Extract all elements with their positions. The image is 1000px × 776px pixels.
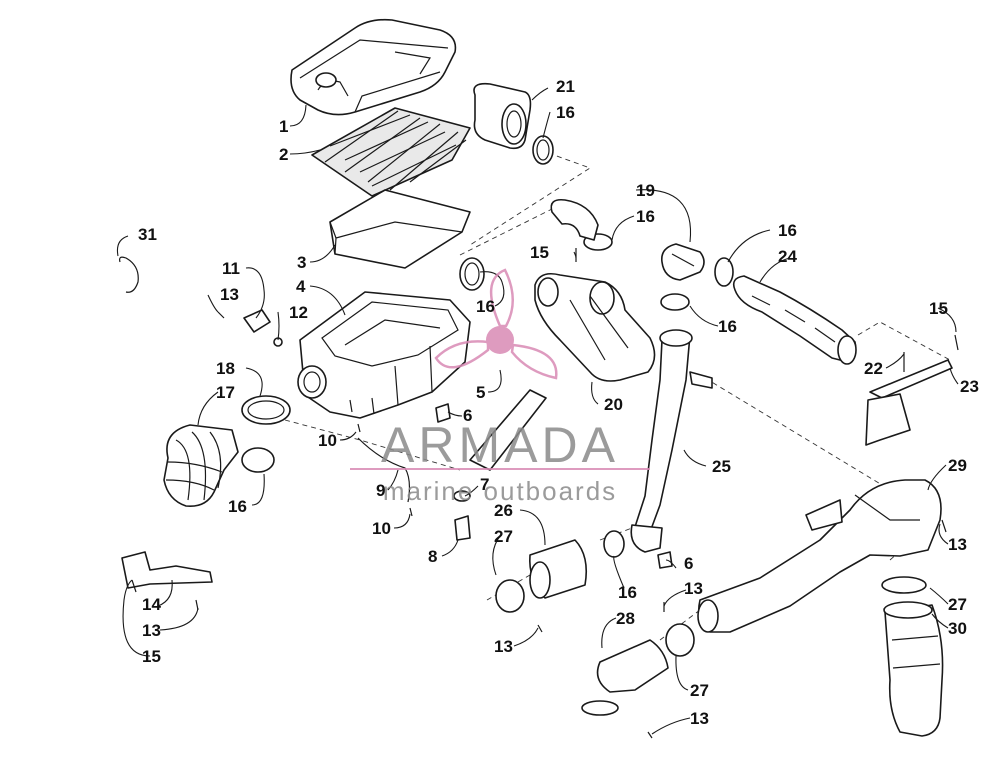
part-25-tube — [630, 329, 713, 553]
part-14-bracket — [121, 551, 213, 589]
part-29-duct — [697, 479, 942, 633]
callout-27b: 27 — [948, 595, 967, 614]
watermark-brand: ARMADA — [381, 417, 619, 473]
callout-5: 5 — [476, 383, 485, 402]
part-2-filter-grid — [311, 107, 471, 197]
part-19-elbow — [550, 198, 705, 281]
callout-16b: 16 — [636, 207, 655, 226]
callout-25: 25 — [712, 457, 731, 476]
callout-27c: 27 — [690, 681, 709, 700]
callout-2: 2 — [279, 145, 288, 164]
callout-13d: 13 — [494, 637, 513, 656]
part-3-filter-element — [329, 189, 471, 269]
callout-4: 4 — [296, 277, 306, 296]
watermark-tagline: marine outboards — [383, 476, 617, 506]
callout-26: 26 — [494, 501, 513, 520]
callout-12: 12 — [289, 303, 308, 322]
part-28-elbow — [581, 639, 669, 716]
callout-16a: 16 — [556, 103, 575, 122]
part-1-airbox-lid — [290, 18, 457, 116]
callout-6b: 6 — [684, 554, 693, 573]
part-9-drain-hose — [357, 437, 471, 541]
callout-10a: 10 — [318, 431, 337, 450]
callout-28: 28 — [616, 609, 635, 628]
part-23-bracket — [865, 352, 953, 446]
part-30-inlet-boot — [881, 576, 944, 737]
part-17-corrugated-boot — [163, 424, 239, 508]
callout-19: 19 — [636, 181, 655, 200]
callout-22: 22 — [864, 359, 883, 378]
screws — [131, 248, 959, 739]
callout-6a: 6 — [463, 406, 472, 425]
callout-16c: 16 — [476, 297, 495, 316]
callout-16d: 16 — [778, 221, 797, 240]
leader-lines — [116, 87, 959, 735]
callout-14: 14 — [142, 595, 161, 614]
part-5-drain-cup — [435, 389, 673, 569]
callout-3: 3 — [297, 253, 306, 272]
callout-13e: 13 — [690, 709, 709, 728]
part-21-intake-filter — [473, 82, 532, 150]
callout-17: 17 — [216, 383, 235, 402]
callout-9: 9 — [376, 481, 385, 500]
callout-11: 11 — [222, 259, 240, 278]
part-20-adapter — [534, 272, 656, 382]
part-26-coupler — [528, 539, 588, 599]
callout-27a: 27 — [494, 527, 513, 546]
part-18-ring-clamp — [241, 395, 291, 425]
callout-13a: 13 — [220, 285, 239, 304]
propeller-logo-icon — [434, 268, 558, 380]
callout-1: 1 — [279, 117, 288, 136]
watermark: ARMADA marine outboards — [350, 268, 650, 506]
part-11-mount — [243, 309, 283, 347]
callout-31: 31 — [138, 225, 157, 244]
part-27-rings — [495, 579, 695, 657]
callout-21: 21 — [556, 77, 575, 96]
part-31-snap-ring — [119, 256, 139, 293]
callout-20: 20 — [604, 395, 623, 414]
callout-8: 8 — [428, 547, 437, 566]
callout-15a: 15 — [530, 243, 549, 262]
callout-24: 24 — [778, 247, 797, 266]
callout-30: 30 — [948, 619, 967, 638]
callout-labels: 1 2 3 4 5 6 6 7 8 9 10 10 11 12 13 13 13… — [138, 77, 979, 728]
callout-15b: 15 — [929, 299, 948, 318]
callout-16f: 16 — [228, 497, 247, 516]
callout-23: 23 — [960, 377, 979, 396]
part-24-hose — [732, 275, 857, 365]
callout-13c: 13 — [684, 579, 703, 598]
callout-7: 7 — [480, 475, 489, 494]
callout-15c: 15 — [142, 647, 161, 666]
callout-16g: 16 — [618, 583, 637, 602]
callout-29: 29 — [948, 456, 967, 475]
callout-10b: 10 — [372, 519, 391, 538]
callout-16e: 16 — [718, 317, 737, 336]
callout-13b: 13 — [948, 535, 967, 554]
watermark-rule — [350, 468, 650, 470]
callout-13f: 13 — [142, 621, 161, 640]
callout-18: 18 — [216, 359, 235, 378]
part-4-airbox-housing — [297, 291, 471, 419]
